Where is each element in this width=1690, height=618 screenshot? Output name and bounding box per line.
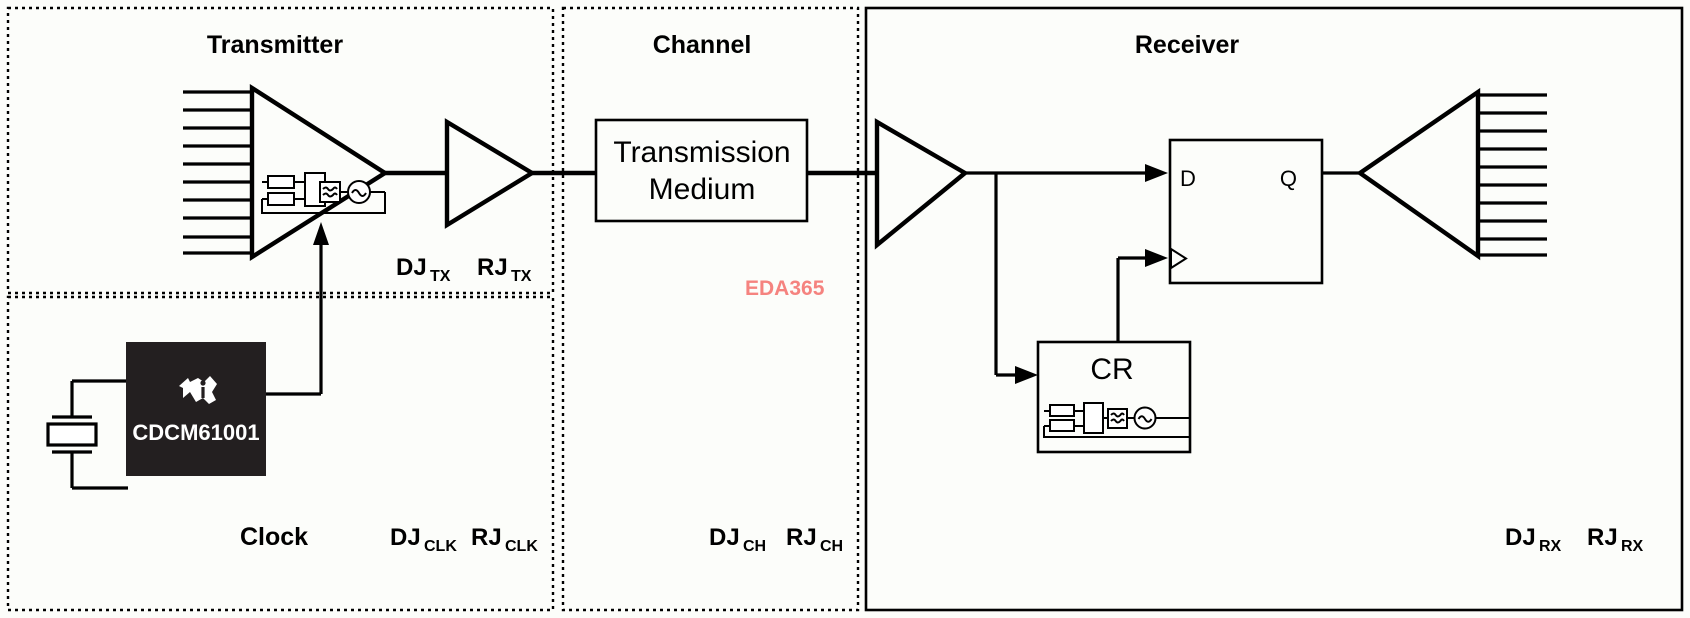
rj-clk-subscript: CLK: [505, 538, 538, 555]
transmitter-driver-amp: [444, 118, 537, 229]
jitter-label-tx: DJ TX RJ TX: [396, 254, 532, 285]
transmitter-amplifier: [183, 83, 390, 261]
d-flipflop-block: [1168, 138, 1324, 285]
receiver-section-box: [864, 6, 1684, 612]
cdcm61001-chip: [126, 342, 266, 476]
cr-to-flipflop-clock-wire: [1116, 249, 1168, 342]
rj-rx-label: RJ: [1587, 524, 1618, 551]
transmitter-section-box: [6, 6, 555, 295]
transmitter-jitter-circuit: [261, 172, 386, 214]
dj-ch-subscript: CH: [743, 538, 766, 555]
chip-name-label: CDCM61001: [132, 420, 259, 445]
receiver-title: Receiver: [1135, 31, 1240, 59]
q-output-label: Q: [1280, 166, 1297, 191]
resistor-icon: [267, 192, 295, 206]
crystal-oscillator-icon: [46, 379, 128, 490]
jitter-label-ch: DJ CH RJ CH: [709, 524, 843, 555]
ti-logo-icon: [179, 376, 217, 404]
resistor-icon: [267, 175, 295, 189]
dj-ch-label: DJ: [709, 524, 740, 551]
transmission-medium-line2: Medium: [649, 173, 756, 206]
clock-edge-triangle-icon: [1170, 247, 1188, 270]
transmitter-title: Transmitter: [207, 31, 343, 59]
dj-clk-label: DJ: [390, 524, 421, 551]
dj-tx-subscript: TX: [430, 268, 451, 285]
transmission-medium-block: [594, 118, 809, 223]
dj-rx-label: DJ: [1505, 524, 1536, 551]
dj-clk-subscript: CLK: [424, 538, 457, 555]
rj-tx-subscript: TX: [511, 268, 532, 285]
dj-tx-label: DJ: [396, 254, 427, 281]
jitter-label-rx: DJ RX RJ RX: [1505, 524, 1644, 555]
cr-jitter-circuit: [1043, 402, 1191, 438]
clock-section-box: [6, 295, 555, 612]
rj-tx-label: RJ: [477, 254, 508, 281]
resistor-icon: [1049, 419, 1075, 432]
clock-title: Clock: [240, 523, 308, 551]
channel-title: Channel: [653, 31, 752, 59]
filter-block-icon: [1083, 402, 1104, 434]
rx-amp-to-flipflop-wire: [965, 164, 1168, 384]
resistor-icon: [1049, 404, 1075, 417]
dj-rx-subscript: RX: [1539, 538, 1562, 555]
rj-clk-label: RJ: [471, 524, 502, 551]
rj-ch-subscript: CH: [820, 538, 843, 555]
transmission-medium-line1: Transmission: [613, 136, 790, 169]
noise-source-icon: [1107, 408, 1128, 429]
jitter-label-clk: DJ CLK RJ CLK: [390, 524, 538, 555]
noise-source-icon: [319, 181, 341, 203]
clock-recovery-block: [1036, 340, 1192, 454]
rj-rx-subscript: RX: [1621, 538, 1644, 555]
watermark-text: EDA365: [745, 277, 825, 300]
channel-section-box: [561, 6, 860, 612]
receiver-input-amp: [874, 118, 969, 250]
d-input-label: D: [1180, 166, 1196, 191]
rj-ch-label: RJ: [786, 524, 817, 551]
receiver-output-amp: [1322, 87, 1547, 261]
clock-to-transmitter-arrow: [313, 222, 329, 394]
clock-recovery-label: CR: [1090, 353, 1133, 386]
